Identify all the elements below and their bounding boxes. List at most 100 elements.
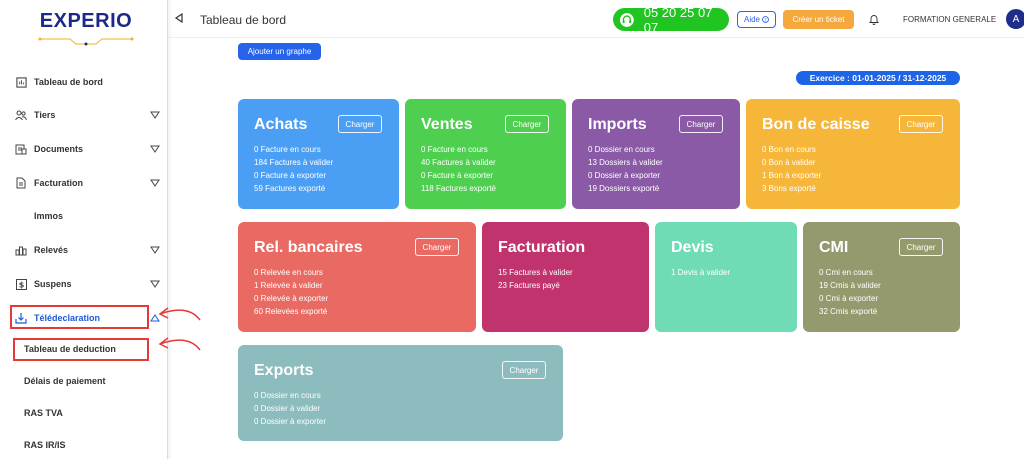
sidebar: EXPERIO Tableau de bord Tiers Documents [0, 0, 173, 459]
charger-button[interactable]: Charger [502, 361, 546, 379]
dollar-icon: $ [15, 278, 27, 290]
chart-icon [15, 244, 27, 256]
card-stat-line: 0 Relevée en cours [254, 268, 323, 277]
card-stat-line: 40 Factures à valider [421, 158, 496, 167]
submenu-tableau-de-deduction[interactable]: Tableau de deduction [24, 344, 116, 354]
chevron-down-icon[interactable] [150, 246, 160, 254]
question-icon: ? [762, 16, 769, 23]
exercise-badge: Exercice : 01-01-2025 / 31-12-2025 [796, 71, 960, 85]
card-devis: Devis 1 Devis à valider [655, 222, 797, 332]
card-title: Ventes [421, 116, 473, 133]
logo-circuit-decoration [38, 37, 134, 46]
top-header: Tableau de bord 05 20 25 07 07 Aide ? Cr… [168, 0, 1024, 38]
chevron-down-icon[interactable] [150, 111, 160, 119]
card-title: CMI [819, 239, 849, 256]
help-button[interactable]: Aide ? [737, 11, 776, 28]
card-title: Achats [254, 116, 308, 133]
svg-text:?: ? [764, 17, 767, 23]
charger-button[interactable]: Charger [505, 115, 549, 133]
chevron-down-icon[interactable] [150, 179, 160, 187]
chevron-down-icon[interactable] [150, 280, 160, 288]
charger-button[interactable]: Charger [338, 115, 382, 133]
card-stat-line: 0 Cmi à exporter [819, 294, 879, 303]
card-lines: 0 Bon en cours 0 Bon à valider 1 Bon à exp… [762, 143, 821, 195]
headset-icon [619, 12, 634, 27]
card-stat-line: 0 Facture en cours [421, 145, 488, 154]
charger-button[interactable]: Charger [899, 115, 943, 133]
submenu-ras-ir-is[interactable]: RAS IR/IS [24, 440, 66, 450]
sidebar-item-suspens[interactable]: $ Suspens [0, 272, 168, 296]
card-stat-line: 1 Devis à valider [671, 268, 731, 277]
card-stat-line: 0 Bon à valider [762, 158, 816, 167]
svg-text:$: $ [18, 280, 24, 289]
card-lines: 0 Facture en cours 40 Factures à valider 0… [421, 143, 496, 195]
sidebar-item-label: Facturation [34, 178, 84, 188]
card-stat-line: 59 Factures exporté [254, 184, 326, 193]
card-stat-line: 23 Factures payé [498, 281, 560, 290]
card-lines: 1 Devis à valider [671, 266, 730, 279]
card-stat-line: 0 Facture à exporter [421, 171, 494, 180]
card-stat-line: 60 Relevées exporté [254, 307, 328, 316]
add-graph-button[interactable]: Ajouter un graphe [238, 43, 321, 60]
highlight-box-teledeclaration [10, 305, 149, 329]
help-label: Aide [743, 15, 760, 24]
chevron-up-icon[interactable] [150, 314, 160, 322]
card-title: Bon de caisse [762, 116, 870, 133]
avatar[interactable]: A [1006, 9, 1024, 29]
card-lines: 0 Dossier en cours 0 Dossier à valider 0 D… [254, 389, 326, 428]
annotation-arrows [158, 307, 201, 351]
phone-number: 05 20 25 07 07 [643, 4, 713, 35]
bell-icon[interactable] [868, 13, 880, 25]
sidebar-item-label: Suspens [34, 279, 72, 289]
create-ticket-button[interactable]: Créer un ticket [783, 10, 854, 29]
sidebar-item-tiers[interactable]: Tiers [0, 103, 168, 127]
sidebar-item-label: Tableau de bord [34, 77, 103, 87]
card-stat-line: 0 Dossier à valider [254, 404, 321, 413]
collapse-sidebar-icon[interactable] [174, 13, 184, 23]
card-title: Devis [671, 239, 714, 256]
card-rel-bancaires: Rel. bancaires Charger 0 Relevée en cour… [238, 222, 476, 332]
card-lines: 0 Cmi en cours 19 Cmis à valider 0 Cmi à e… [819, 266, 881, 318]
charger-button[interactable]: Charger [899, 238, 943, 256]
sidebar-item-label: Relevés [34, 245, 69, 255]
company-name[interactable]: FORMATION GENERALE [903, 15, 997, 24]
phone-support-button[interactable]: 05 20 25 07 07 [613, 5, 729, 35]
chevron-down-icon[interactable] [150, 145, 160, 153]
sidebar-item-releves[interactable]: Relevés [0, 238, 168, 262]
card-title: Imports [588, 116, 647, 133]
charger-button[interactable]: Charger [415, 238, 459, 256]
page-title: Tableau de bord [200, 13, 287, 27]
sidebar-item-label: Immos [34, 211, 64, 221]
card-stat-line: 1 Bon à exporter [762, 171, 822, 180]
card-stat-line: 0 Bon en cours [762, 145, 816, 154]
card-stat-line: 15 Factures à valider [498, 268, 573, 277]
card-stat-line: 1 Relevée à valider [254, 281, 323, 290]
card-stat-line: 0 Cmi en cours [819, 268, 873, 277]
sidebar-item-tableau-de-bord[interactable]: Tableau de bord [0, 70, 168, 94]
invoice-icon [15, 177, 27, 189]
dashboard-icon [15, 76, 27, 88]
sidebar-item-teledeclaration[interactable]: Télédeclaration [0, 306, 168, 330]
sidebar-item-facturation[interactable]: Facturation [0, 171, 168, 195]
sidebar-item-immos[interactable]: Immos [0, 204, 168, 228]
card-stat-line: 0 Dossier en cours [254, 391, 321, 400]
submenu-ras-tva[interactable]: RAS TVA [24, 408, 63, 418]
card-stat-line: 32 Cmis exporté [819, 307, 878, 316]
charger-button[interactable]: Charger [679, 115, 723, 133]
logo-text: EXPERIO [39, 10, 133, 32]
sidebar-item-documents[interactable]: Documents [0, 137, 168, 161]
experio-logo[interactable]: EXPERIO [36, 10, 136, 46]
card-stat-line: 19 Cmis à valider [819, 281, 881, 290]
card-stat-line: 0 Dossier à exporter [254, 417, 327, 426]
card-title: Rel. bancaires [254, 239, 363, 256]
card-stat-line: 3 Bons exporté [762, 184, 816, 193]
card-stat-line: 0 Dossier à exporter [588, 171, 661, 180]
submenu-delais-de-paiement[interactable]: Délais de paiement [24, 376, 106, 386]
card-ventes: Ventes Charger 0 Facture en cours 40 Fact… [405, 99, 566, 209]
